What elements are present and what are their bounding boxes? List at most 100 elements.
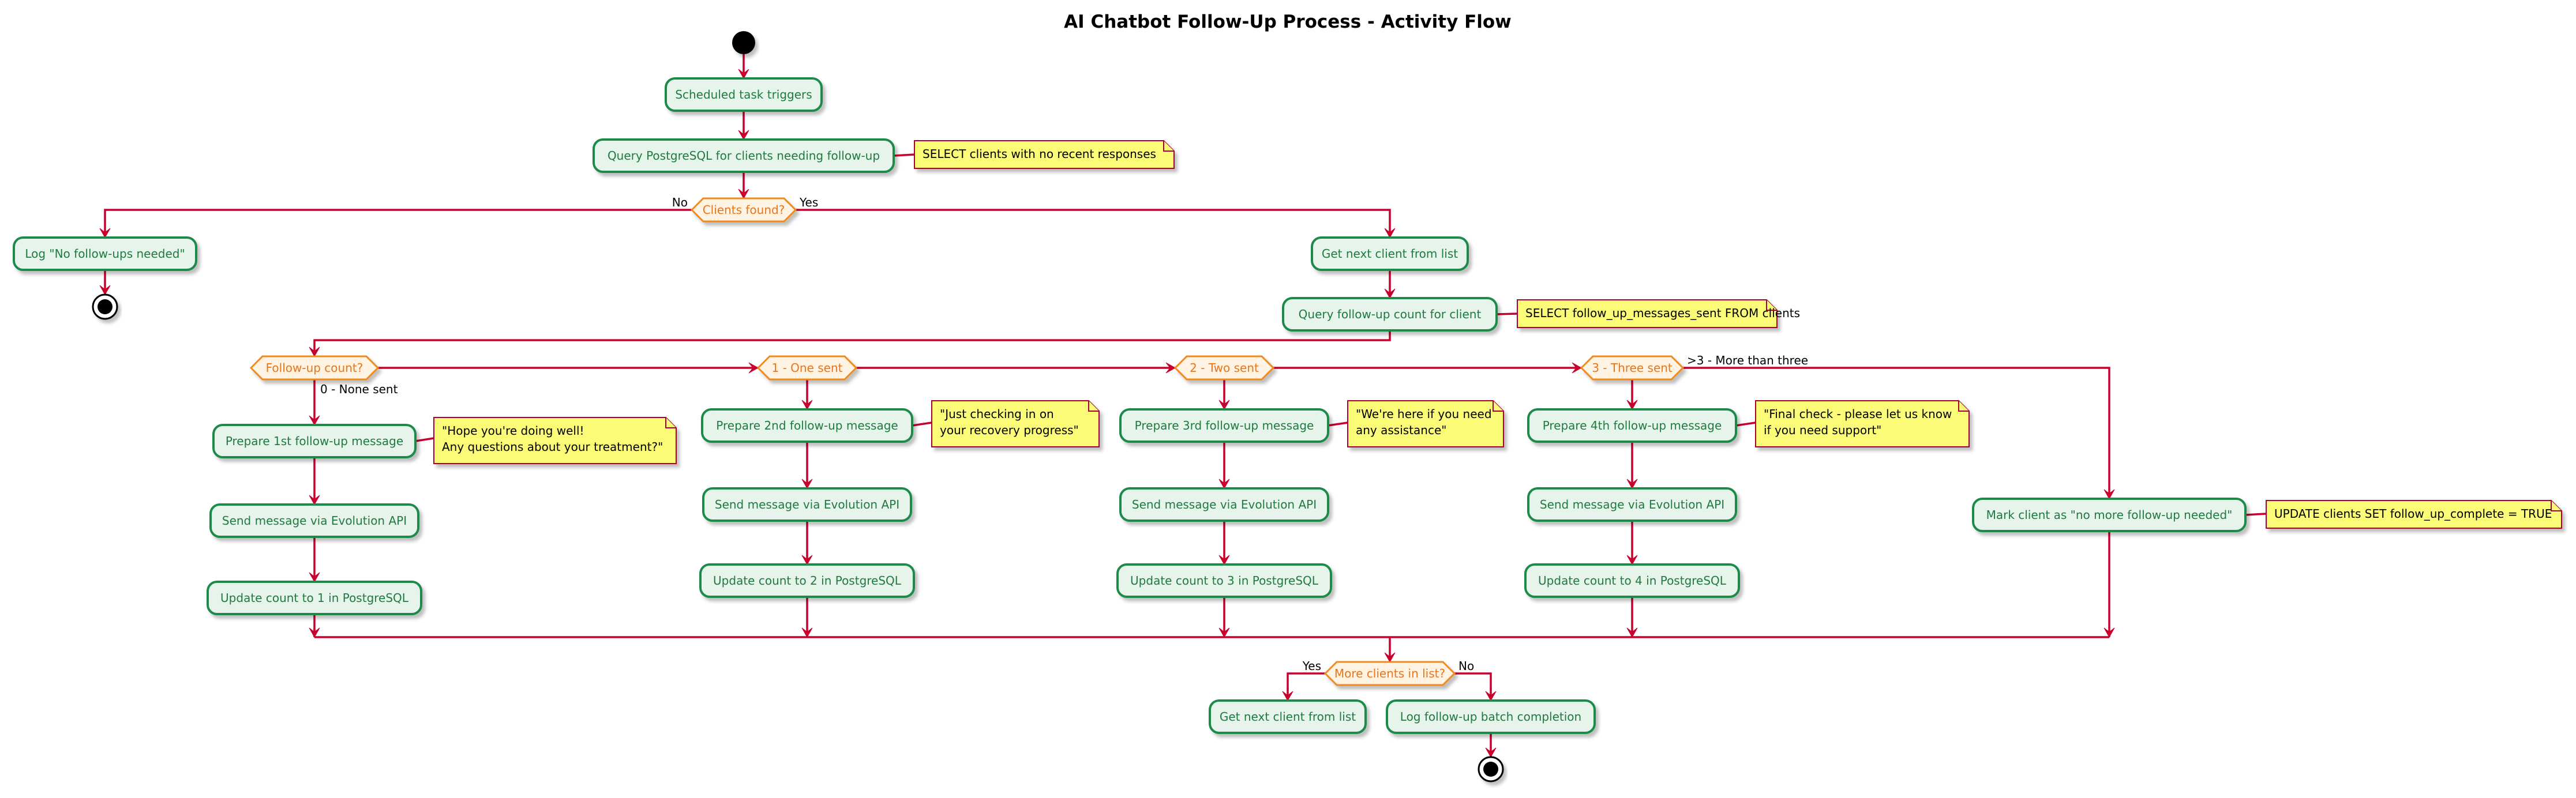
arrowhead — [1218, 627, 1230, 638]
arrowhead — [801, 479, 813, 490]
activity-label: Prepare 1st follow-up message — [226, 434, 403, 448]
note-connector — [1735, 421, 1756, 427]
activity-query-count: Query follow-up count for client — [1282, 297, 1498, 332]
activity-update-2: Update count to 2 in PostgreSQL — [699, 563, 915, 598]
note-line: if you need support" — [1764, 423, 1881, 437]
note-update-complete: UPDATE clients SET follow_up_complete = … — [2266, 500, 2562, 529]
flow-edge — [313, 330, 1391, 356]
activity-update-4: Update count to 4 in PostgreSQL — [1524, 563, 1740, 598]
arrowhead — [1282, 691, 1293, 702]
arrowhead — [309, 495, 320, 506]
flow-edge — [1454, 672, 1492, 701]
note-line: "Final check - please let us know — [1764, 407, 1952, 421]
arrowhead — [309, 572, 320, 583]
activity-log-batch: Log follow-up batch completion — [1386, 699, 1596, 734]
start-node — [732, 31, 755, 54]
decision-label: More clients in list? — [1334, 667, 1445, 680]
activity-get-next-client-2: Get next client from list — [1209, 699, 1367, 734]
note-line: any assistance" — [1356, 423, 1446, 437]
note-connector — [415, 437, 434, 442]
flow-edge — [796, 209, 1391, 238]
decision-two-sent: 2 - Two sent — [1173, 355, 1275, 381]
decision-more-clients: More clients in list? — [1323, 661, 1456, 686]
arrowhead — [738, 69, 749, 80]
arrowhead — [738, 130, 749, 141]
arrowhead — [1572, 362, 1583, 374]
activity-send-3: Send message via Evolution API — [1119, 487, 1329, 522]
note-line: your recovery progress" — [940, 423, 1079, 437]
end-node — [1478, 756, 1504, 782]
diagram-title: AI Chatbot Follow-Up Process - Activity … — [1064, 12, 1512, 32]
flow-edge — [1683, 367, 2110, 499]
decision-three-sent: 3 - Three sent — [1580, 355, 1685, 381]
note-line: UPDATE clients SET follow_up_complete = … — [2274, 507, 2552, 521]
note-connector — [2245, 513, 2267, 516]
activity-send-4: Send message via Evolution API — [1527, 487, 1737, 522]
activity-label: Log follow-up batch completion — [1400, 710, 1581, 724]
note-line: SELECT follow_up_messages_sent FROM clie… — [1525, 306, 1800, 320]
activity-label: Send message via Evolution API — [1540, 498, 1724, 511]
activity-update-3: Update count to 3 in PostgreSQL — [1116, 563, 1332, 598]
activity-label: Update count to 3 in PostgreSQL — [1130, 574, 1319, 588]
activity-label: Query follow-up count for client — [1299, 307, 1482, 321]
note-line: SELECT clients with no recent responses — [923, 147, 1156, 161]
activity-label: Prepare 3rd follow-up message — [1135, 419, 1314, 432]
activity-label: Send message via Evolution API — [1132, 498, 1317, 511]
edge-label-loop-no: No — [1458, 659, 1474, 673]
activity-label: Log "No follow-ups needed" — [25, 247, 185, 261]
end-node — [92, 293, 118, 320]
arrowhead — [1384, 288, 1396, 299]
activity-label: Scheduled task triggers — [675, 88, 812, 101]
edge-label-none-sent: 0 - None sent — [320, 382, 398, 396]
activity-label: Query PostgreSQL for clients needing fol… — [608, 149, 880, 163]
decision-followup-count: Follow-up count? — [249, 355, 380, 381]
activity-update-1: Update count to 1 in PostgreSQL — [207, 581, 422, 615]
activity-label: Get next client from list — [1220, 710, 1356, 724]
arrowhead — [2103, 489, 2115, 500]
arrowhead — [801, 400, 813, 411]
activity-query-clients: Query PostgreSQL for clients needing fol… — [593, 138, 895, 173]
activity-label: Prepare 2nd follow-up message — [716, 419, 898, 432]
note-select-clients: SELECT clients with no recent responses — [914, 140, 1175, 169]
arrowhead — [1485, 747, 1497, 758]
activity-scheduled: Scheduled task triggers — [665, 77, 823, 112]
arrowhead — [1626, 555, 1638, 566]
decision-clients-found: Clients found? — [690, 197, 797, 223]
note-line: Any questions about your treatment?" — [442, 440, 663, 454]
arrowhead — [309, 347, 320, 357]
activity-label: Send message via Evolution API — [222, 514, 407, 528]
edge-label-more-than-three: >3 - More than three — [1687, 353, 1808, 367]
arrowhead — [748, 362, 759, 374]
arrowhead — [1384, 228, 1396, 239]
note-line: "Hope you're doing well! — [442, 424, 584, 438]
note-msg-3: "We're here if you need any assistance" — [1347, 400, 1504, 447]
activity-log-no-followups: Log "No follow-ups needed" — [13, 236, 197, 271]
arrowhead — [738, 189, 749, 200]
arrowhead — [1626, 627, 1638, 638]
decision-label: 3 - Three sent — [1592, 361, 1673, 375]
activity-label: Prepare 4th follow-up message — [1543, 419, 1722, 432]
arrowhead — [1165, 362, 1176, 374]
arrowhead — [309, 415, 320, 426]
decision-label: 2 - Two sent — [1190, 361, 1259, 375]
note-line: "We're here if you need — [1356, 407, 1492, 421]
activity-label: Get next client from list — [1322, 247, 1458, 261]
arrowhead — [801, 627, 813, 638]
arrowhead — [1218, 479, 1230, 490]
note-connector — [912, 421, 932, 427]
arrowhead — [1626, 479, 1638, 490]
note-connector — [893, 153, 915, 157]
arrowhead — [1626, 400, 1638, 411]
arrowhead — [99, 228, 111, 239]
activity-prepare-3: Prepare 3rd follow-up message — [1119, 408, 1329, 443]
activity-label: Mark client as "no more follow-up needed… — [1986, 508, 2233, 522]
edge-label-no: No — [672, 195, 688, 209]
activity-get-next-client-1: Get next client from list — [1311, 236, 1469, 271]
flow-edge — [1287, 672, 1325, 701]
arrowhead — [2103, 627, 2115, 638]
decision-label: 1 - One sent — [772, 361, 843, 375]
edge-label-loop-yes: Yes — [1302, 659, 1321, 673]
edge-label-yes: Yes — [799, 195, 818, 209]
activity-label: Update count to 4 in PostgreSQL — [1538, 574, 1727, 588]
